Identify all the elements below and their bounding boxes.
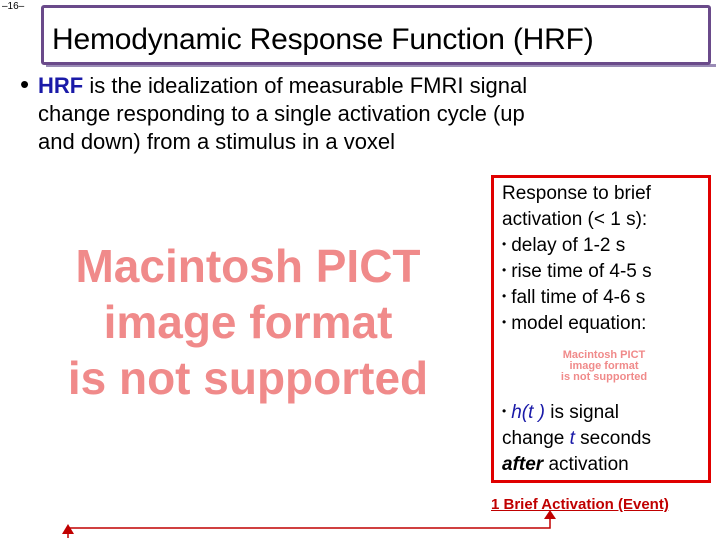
timeline-arrow-right <box>544 510 556 519</box>
response-header-line: activation (< 1 s): <box>502 209 648 230</box>
ht-paren: ( <box>521 402 529 423</box>
response-item-text: model equation: <box>511 313 647 334</box>
event-timeline <box>62 510 556 538</box>
placeholder-line: is not supported <box>67 352 429 404</box>
t-symbol: t <box>569 428 575 449</box>
timeline-bracket <box>67 514 551 538</box>
placeholder-line: Macintosh PICT <box>75 240 421 292</box>
bullet-line-3: and down) from a stimulus in a voxel <box>38 129 396 154</box>
timeline-arrow-left <box>62 524 74 534</box>
bullet-dot: • <box>20 69 30 99</box>
slide-number: –16– <box>2 1 25 12</box>
after-text: activation <box>543 454 629 475</box>
response-item-text: rise time of 4-5 s <box>511 261 652 282</box>
ht-description: •h(t ) is signal <box>502 402 619 423</box>
ht-symbol: t <box>528 402 534 423</box>
response-item: •fall time of 4-6 s <box>502 287 646 308</box>
bullet-line-1: HRF is the idealization of measurable FM… <box>38 72 527 100</box>
response-item: •rise time of 4-5 s <box>502 261 652 282</box>
response-item: •delay of 1-2 s <box>502 235 626 256</box>
hrf-term: HRF <box>38 73 84 98</box>
response-item-text: delay of 1-2 s <box>511 235 626 256</box>
placeholder-line: is not supported <box>560 371 648 383</box>
after-line: after activation <box>502 452 629 478</box>
slide-title: Hemodynamic Response Function (HRF) <box>52 23 594 56</box>
bullet-line-2: change responding to a single activation… <box>38 101 525 126</box>
change-line: change t seconds <box>502 426 651 452</box>
ht-text: is signal <box>545 402 619 423</box>
title-box: Hemodynamic Response Function (HRF) <box>41 5 711 65</box>
ht-symbol: h <box>511 402 522 423</box>
placeholder-line: image format <box>569 360 639 372</box>
event-label: 1 Brief Activation (Event) <box>491 496 669 513</box>
response-box: Response to brief activation (< 1 s): •d… <box>491 175 711 483</box>
ht-paren: ) <box>533 402 545 423</box>
title-shadow <box>46 64 716 67</box>
response-header: Response to brief activation (< 1 s): <box>502 181 651 233</box>
bullet-line-1-text: is the idealization of measurable FMRI s… <box>83 73 528 98</box>
placeholder-line: image format <box>103 296 393 348</box>
response-header-line: Response to brief <box>502 183 651 204</box>
change-text: change <box>502 428 570 449</box>
after-word: after <box>502 454 544 475</box>
change-text: seconds <box>574 428 651 449</box>
equation-image-placeholder: Macintosh PICT image format is not suppo… <box>514 350 694 383</box>
unsupported-image-placeholder: Macintosh PICT image format is not suppo… <box>18 238 478 406</box>
response-item-text: fall time of 4-6 s <box>511 287 646 308</box>
placeholder-line: Macintosh PICT <box>562 349 646 361</box>
response-item: •model equation: <box>502 313 647 334</box>
